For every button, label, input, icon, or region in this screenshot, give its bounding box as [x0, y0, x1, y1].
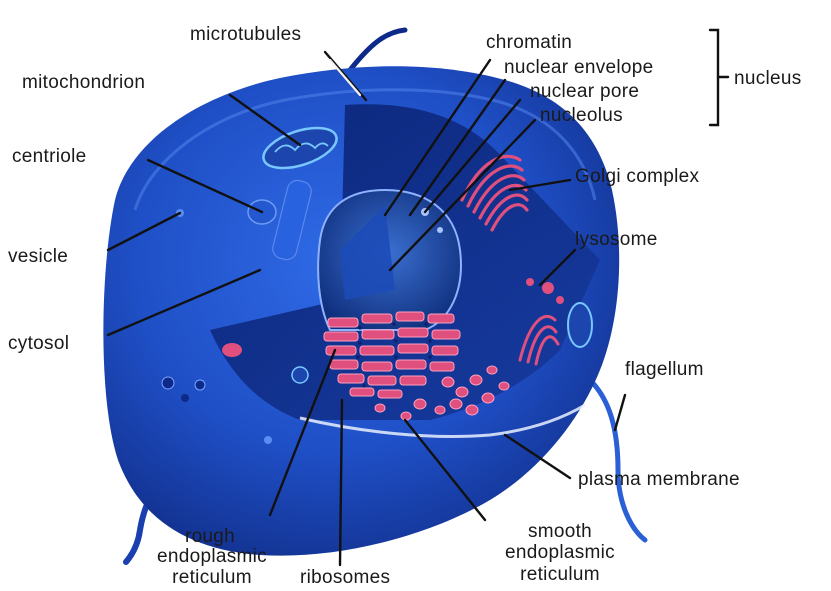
nuclear-pore-dot-2	[437, 227, 443, 233]
label-nuclear-pore: nuclear pore	[530, 81, 639, 102]
label-flagellum: flagellum	[625, 359, 704, 380]
label-rough-er-2: endoplasmic	[157, 546, 267, 567]
label-chromatin: chromatin	[486, 32, 572, 53]
label-rough-er-1: rough	[185, 526, 235, 547]
label-smooth-er-2: endoplasmic	[505, 542, 615, 563]
label-cytosol: cytosol	[8, 333, 69, 354]
label-nucleolus: nucleolus	[540, 105, 623, 126]
label-centriole: centriole	[12, 146, 87, 167]
label-nuclear-envelope: nuclear envelope	[504, 57, 654, 78]
label-smooth-er-3: reticulum	[520, 564, 600, 585]
flagellum-top	[350, 30, 405, 70]
label-rough-er-3: reticulum	[172, 567, 252, 588]
small-organelle	[222, 343, 242, 357]
label-mitochondrion: mitochondrion	[22, 72, 145, 93]
nucleus	[318, 190, 461, 330]
lysosome-dot	[542, 282, 554, 294]
label-vesicle: vesicle	[8, 246, 68, 267]
label-microtubules: microtubules	[190, 24, 301, 45]
flagellum-right	[590, 380, 645, 540]
label-ribosomes: ribosomes	[300, 567, 390, 588]
label-nucleus: nucleus	[734, 68, 802, 89]
mitochondrion-2	[568, 303, 592, 347]
label-golgi-complex: Golgi complex	[575, 166, 699, 187]
label-plasma-membrane: plasma membrane	[578, 469, 740, 490]
label-lysosome: lysosome	[575, 229, 658, 250]
label-smooth-er-1: smooth	[528, 521, 592, 542]
